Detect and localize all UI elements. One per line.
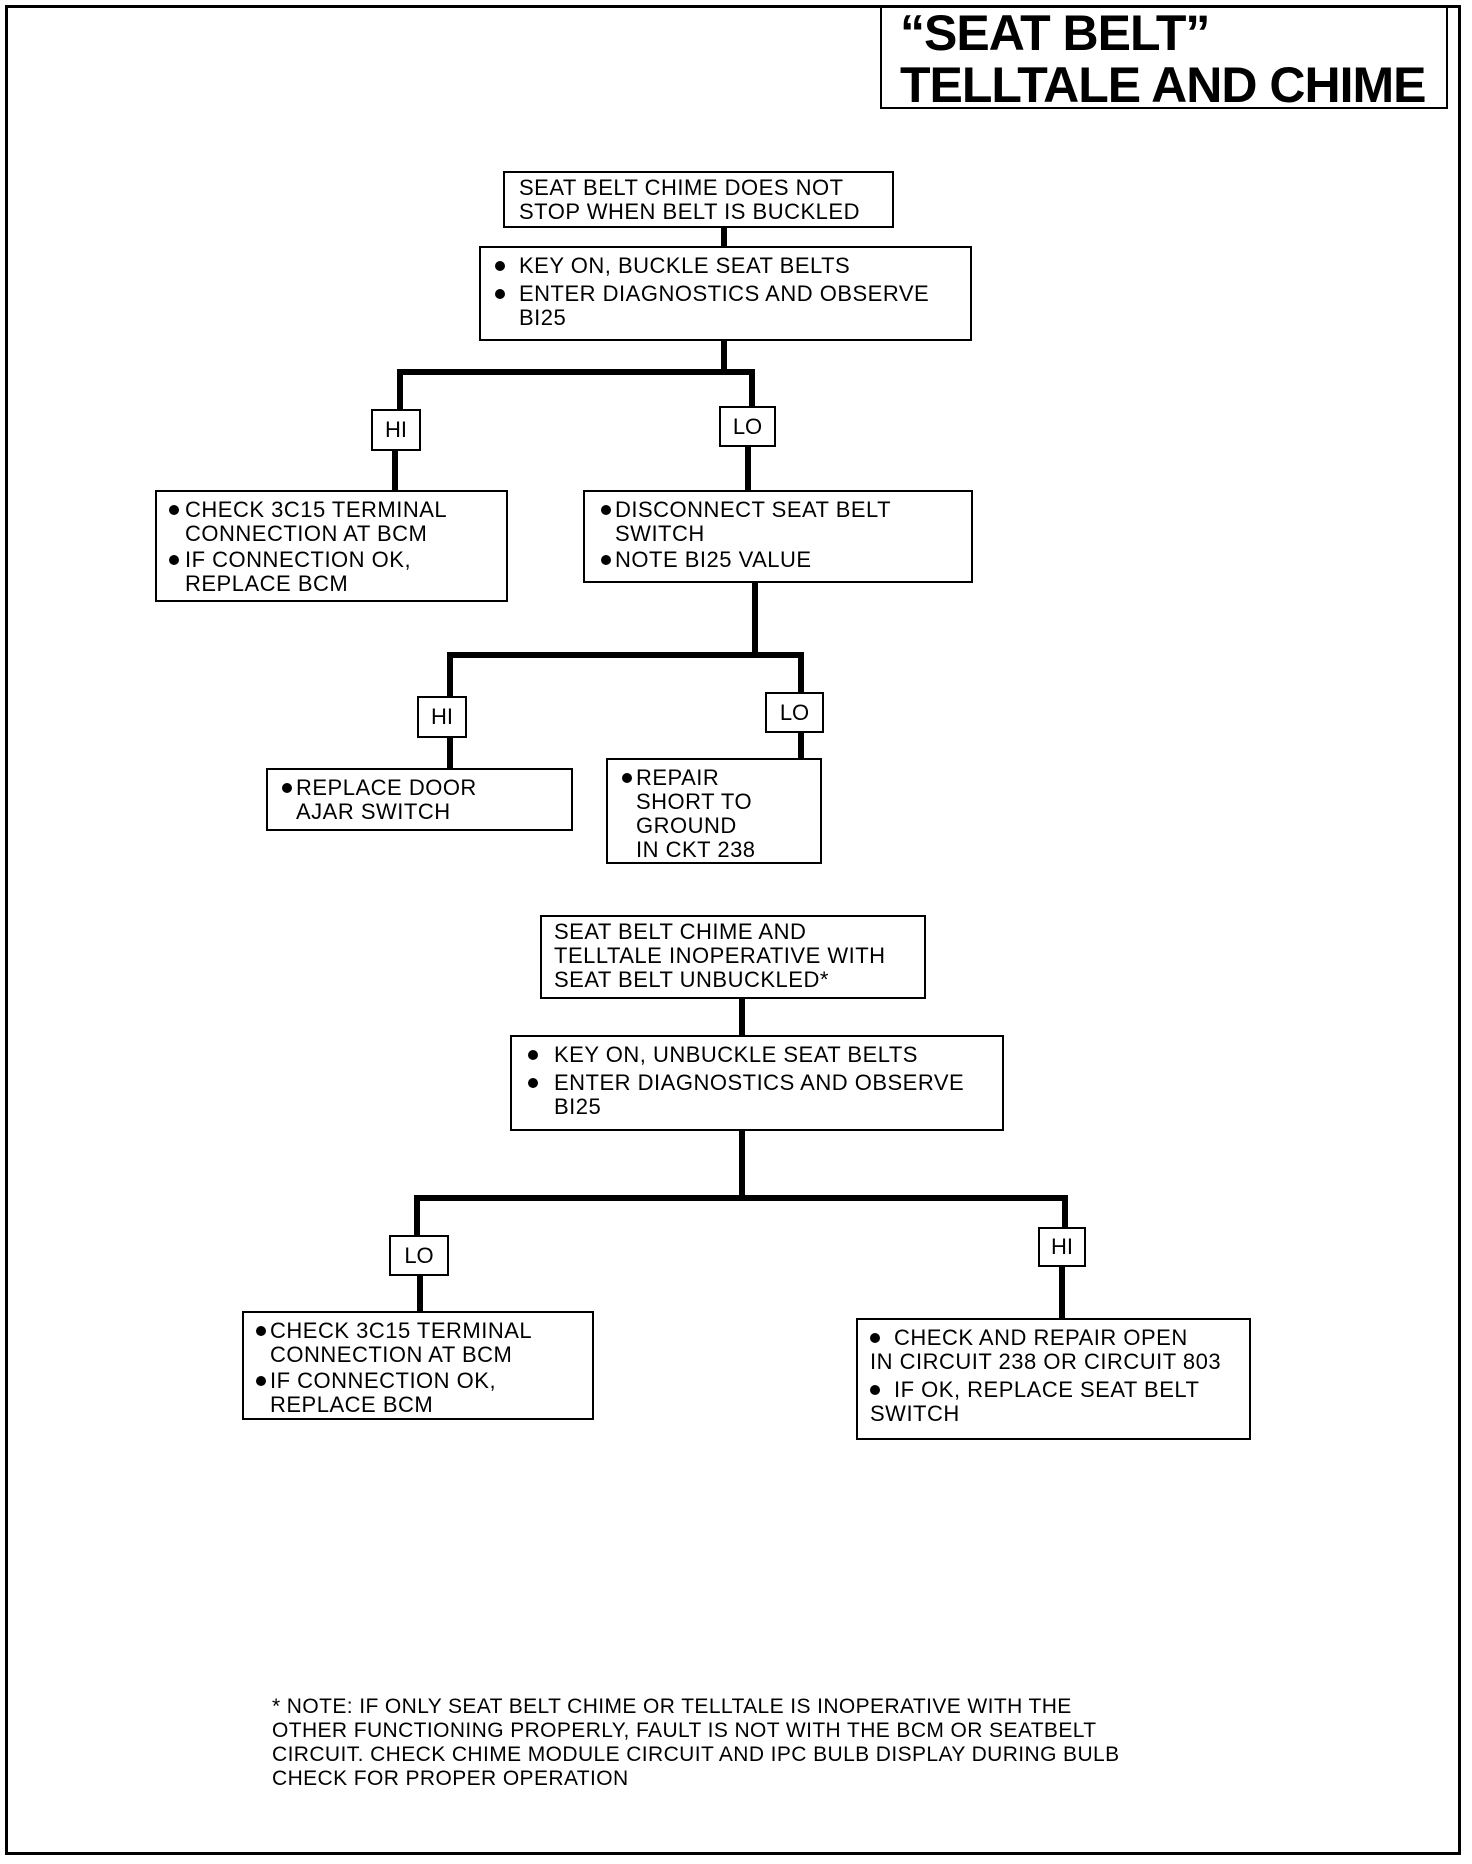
action-text: IF CONNECTION OK, (270, 1368, 497, 1393)
bullet-icon (870, 1385, 880, 1395)
bullet-item: IF CONNECTION OK, REPLACE BCM (169, 548, 506, 596)
action-text: IN CIRCUIT 238 OR CIRCUIT 803 (870, 1349, 1222, 1374)
action-text: CHECK 3C15 TERMINAL (270, 1318, 533, 1343)
action-text: AJAR SWITCH (296, 799, 451, 824)
bullet-item: CHECK AND REPAIR OPEN (870, 1326, 1249, 1350)
action-box-disconnect-switch: DISCONNECT SEAT BELT SWITCH NOTE BI25 VA… (583, 490, 973, 583)
action-box-repair-short: REPAIR SHORT TO GROUND IN CKT 238 (606, 758, 822, 864)
action-text: IN CKT 238 (636, 837, 756, 862)
bullet-icon (256, 1376, 266, 1386)
bullet-icon (870, 1333, 880, 1343)
step-text-3: BI25 (519, 305, 567, 330)
bullet-item: REPLACE DOOR AJAR SWITCH (282, 776, 571, 824)
action-text: SWITCH (615, 521, 705, 546)
footnote: * NOTE: IF ONLY SEAT BELT CHIME OR TELLT… (272, 1695, 1252, 1791)
bullet-item: IF CONNECTION OK, REPLACE BCM (256, 1369, 592, 1417)
footnote-line-1: * NOTE: IF ONLY SEAT BELT CHIME OR TELLT… (272, 1695, 1072, 1718)
action-text: IF OK, REPLACE SEAT BELT (894, 1377, 1200, 1402)
start-line-2: STOP WHEN BELT IS BUCKLED (519, 199, 860, 224)
step-text-3: BI25 (554, 1094, 602, 1119)
action-text: NOTE BI25 VALUE (615, 547, 812, 572)
action-text: REPLACE BCM (185, 571, 349, 596)
bullet-item: ENTER DIAGNOSTICS AND OBSERVE (495, 282, 970, 306)
bullet-item: KEY ON, UNBUCKLE SEAT BELTS (528, 1043, 1002, 1067)
bullet-icon (169, 555, 179, 565)
action-text: CONNECTION AT BCM (270, 1342, 513, 1367)
bullet-icon (169, 505, 179, 515)
step-text-2: ENTER DIAGNOSTICS AND OBSERVE (554, 1070, 965, 1095)
step-box-unbuckle-belts: KEY ON, UNBUCKLE SEAT BELTS ENTER DIAGNO… (510, 1035, 1004, 1131)
action-text: IF CONNECTION OK, (185, 547, 412, 572)
bullet-item: REPAIR SHORT TO GROUND IN CKT 238 (622, 766, 820, 862)
action-text: REPAIR (636, 765, 720, 790)
action-text: CHECK AND REPAIR OPEN (894, 1325, 1188, 1350)
action-box-check-bcm-terminal-2: CHECK 3C15 TERMINAL CONNECTION AT BCM IF… (242, 1311, 594, 1420)
start-box-chime-not-stopping: SEAT BELT CHIME DOES NOT STOP WHEN BELT … (503, 171, 894, 228)
branch-label-hi: HI (371, 409, 421, 451)
title-line-1: “SEAT BELT” (900, 5, 1210, 61)
bullet-icon (282, 783, 292, 793)
start-line-1: SEAT BELT CHIME DOES NOT (519, 175, 844, 200)
bullet-icon (528, 1050, 538, 1060)
action-box-check-bcm-terminal: CHECK 3C15 TERMINAL CONNECTION AT BCM IF… (155, 490, 508, 602)
action-text: REPLACE BCM (270, 1392, 434, 1417)
page-frame (5, 5, 1461, 1855)
diagram-title: “SEAT BELT” TELLTALE AND CHIME (880, 5, 1448, 113)
branch-label-hi-3: HI (1038, 1227, 1086, 1267)
action-box-repair-open-circuit: CHECK AND REPAIR OPEN IN CIRCUIT 238 OR … (856, 1318, 1251, 1440)
action-box-replace-door-switch: REPLACE DOOR AJAR SWITCH (266, 768, 573, 831)
start-line-3: SEAT BELT UNBUCKLED* (554, 967, 829, 992)
bullet-icon (528, 1078, 538, 1088)
bullet-icon (495, 261, 505, 271)
bullet-item: KEY ON, BUCKLE SEAT BELTS (495, 254, 970, 278)
bullet-item: CHECK 3C15 TERMINAL CONNECTION AT BCM (169, 498, 506, 546)
footnote-line-3: CIRCUIT. CHECK CHIME MODULE CIRCUIT AND … (272, 1743, 1120, 1766)
action-text: REPLACE DOOR (296, 775, 477, 800)
footnote-line-4: CHECK FOR PROPER OPERATION (272, 1767, 629, 1790)
step-box-buckle-belts: KEY ON, BUCKLE SEAT BELTS ENTER DIAGNOST… (479, 246, 972, 341)
step-text-2: ENTER DIAGNOSTICS AND OBSERVE (519, 281, 930, 306)
start-box-chime-inoperative: SEAT BELT CHIME AND TELLTALE INOPERATIVE… (540, 915, 926, 999)
action-text: CHECK 3C15 TERMINAL (185, 497, 448, 522)
bullet-item: CHECK 3C15 TERMINAL CONNECTION AT BCM (256, 1319, 592, 1367)
start-line-2: TELLTALE INOPERATIVE WITH (554, 943, 886, 968)
bullet-item: ENTER DIAGNOSTICS AND OBSERVE (528, 1071, 1002, 1095)
action-text: DISCONNECT SEAT BELT (615, 497, 892, 522)
action-text: SHORT TO (636, 789, 753, 814)
branch-label-lo: LO (719, 406, 776, 447)
branch-label-lo-2: LO (765, 692, 824, 733)
step-text-1: KEY ON, UNBUCKLE SEAT BELTS (554, 1042, 918, 1067)
title-line-2: TELLTALE AND CHIME (900, 57, 1426, 113)
bullet-icon (495, 289, 505, 299)
footnote-line-2: OTHER FUNCTIONING PROPERLY, FAULT IS NOT… (272, 1719, 1097, 1742)
bullet-icon (601, 505, 611, 515)
bullet-icon (256, 1326, 266, 1336)
branch-label-lo-3: LO (389, 1235, 449, 1276)
bullet-icon (622, 773, 632, 783)
bullet-icon (601, 555, 611, 565)
bullet-item: DISCONNECT SEAT BELT SWITCH (601, 498, 971, 546)
step-text-1: KEY ON, BUCKLE SEAT BELTS (519, 253, 851, 278)
branch-label-hi-2: HI (417, 696, 467, 738)
action-text: CONNECTION AT BCM (185, 521, 428, 546)
action-text: SWITCH (870, 1401, 960, 1426)
bullet-item: NOTE BI25 VALUE (601, 548, 971, 572)
start-line-1: SEAT BELT CHIME AND (554, 919, 807, 944)
bullet-item: IF OK, REPLACE SEAT BELT (870, 1378, 1249, 1402)
action-text: GROUND (636, 813, 737, 838)
